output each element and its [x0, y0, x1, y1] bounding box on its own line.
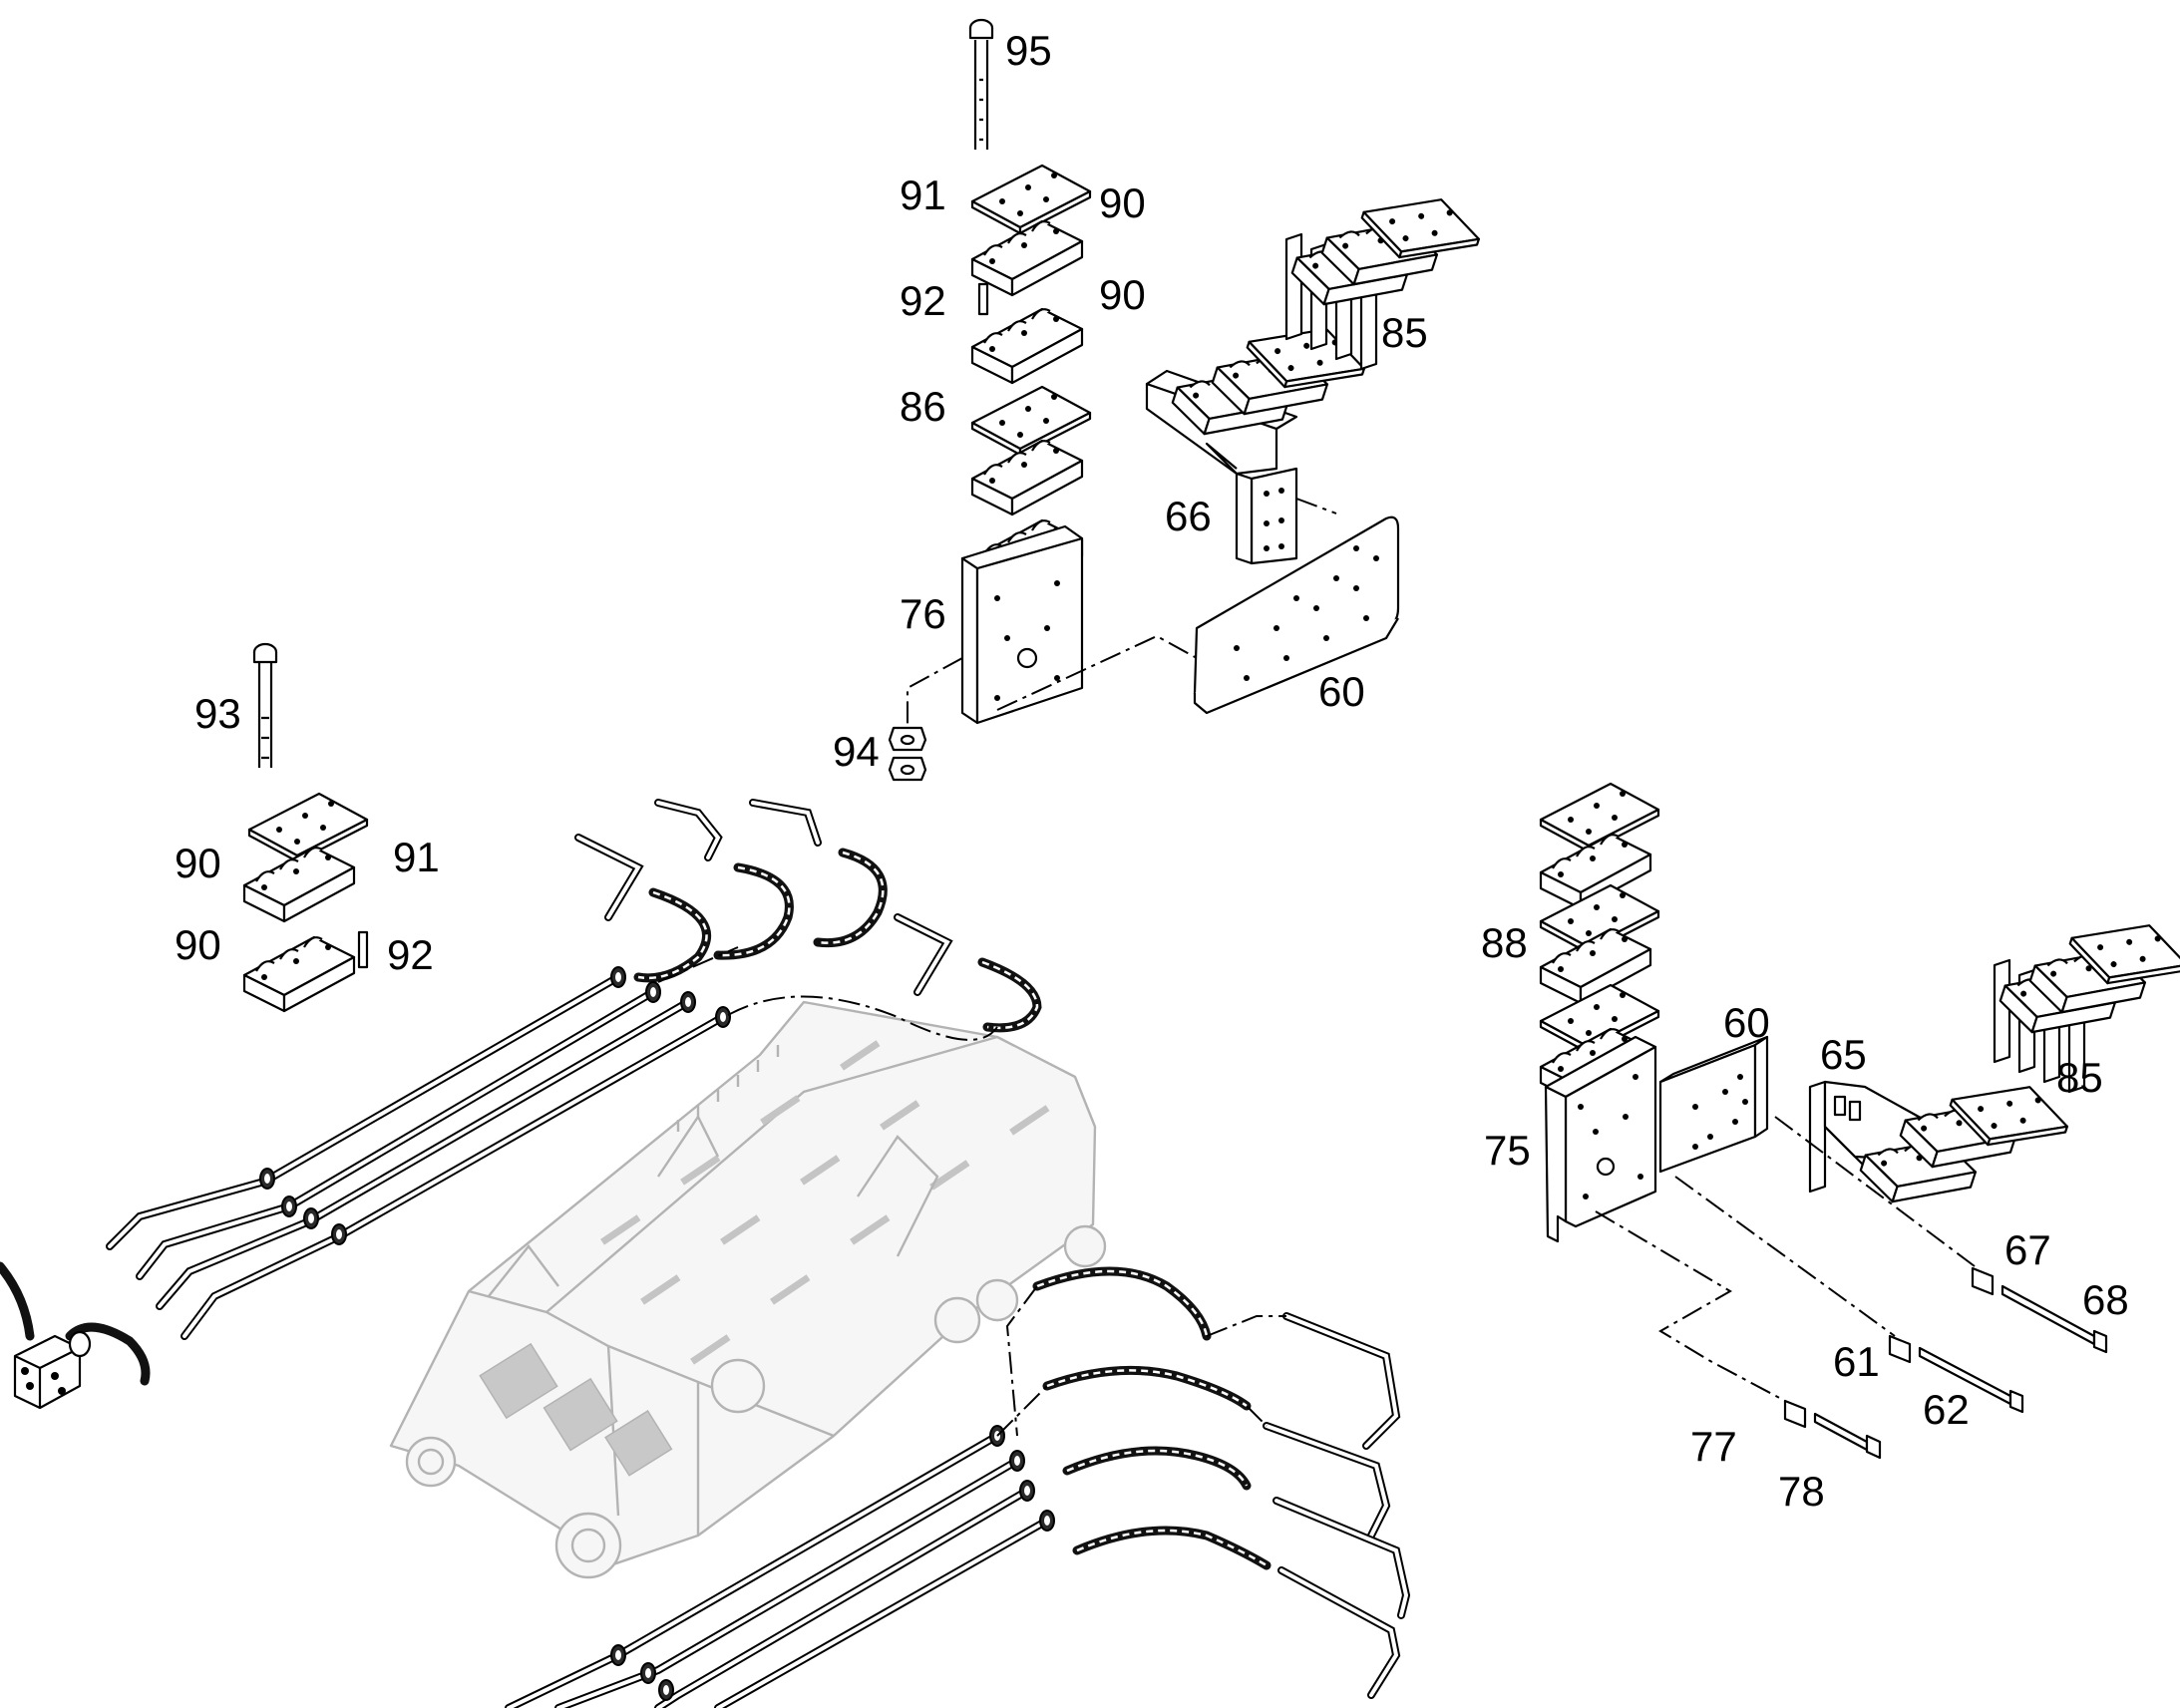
callout-88: 88: [1481, 919, 1528, 966]
callout-92: 92: [387, 931, 434, 978]
callout-90: 90: [1099, 271, 1146, 318]
callout-93: 93: [194, 690, 241, 737]
callout-92: 92: [900, 277, 946, 324]
callout-94: 94: [833, 728, 880, 775]
callout-86: 86: [900, 383, 946, 430]
callout-75: 75: [1484, 1127, 1531, 1174]
callout-90: 90: [1099, 179, 1146, 226]
callout-85: 85: [1381, 309, 1428, 356]
callout-62: 62: [1923, 1386, 1970, 1433]
callout-labels: 95 91 90 92 90 86 85 66 76 60 94 93 91 9…: [175, 27, 2129, 1515]
callout-60: 60: [1723, 999, 1770, 1046]
callout-90: 90: [175, 840, 221, 886]
callout-65: 65: [1820, 1031, 1867, 1078]
callout-66: 66: [1165, 493, 1212, 539]
callout-68: 68: [2082, 1276, 2129, 1323]
boom-body-ghost: [389, 1000, 1107, 1579]
callout-90: 90: [175, 921, 221, 968]
callout-76: 76: [900, 590, 946, 637]
callout-91: 91: [900, 171, 946, 218]
callout-91: 91: [393, 834, 440, 880]
lower-right-bracket-assembly: [1539, 782, 2180, 1460]
callout-77: 77: [1690, 1423, 1737, 1470]
hydraulic-lines: [0, 799, 1411, 1708]
callout-67: 67: [2004, 1226, 2051, 1273]
left-clamp-stack: [242, 642, 369, 1013]
top-clamp-stack: [888, 18, 1198, 782]
callout-60: 60: [1318, 668, 1365, 715]
upper-bracket-assembly: [1145, 176, 1489, 715]
callout-78: 78: [1778, 1468, 1825, 1515]
callout-95: 95: [1005, 27, 1052, 74]
callout-61: 61: [1833, 1338, 1880, 1385]
callout-85: 85: [2056, 1054, 2103, 1101]
